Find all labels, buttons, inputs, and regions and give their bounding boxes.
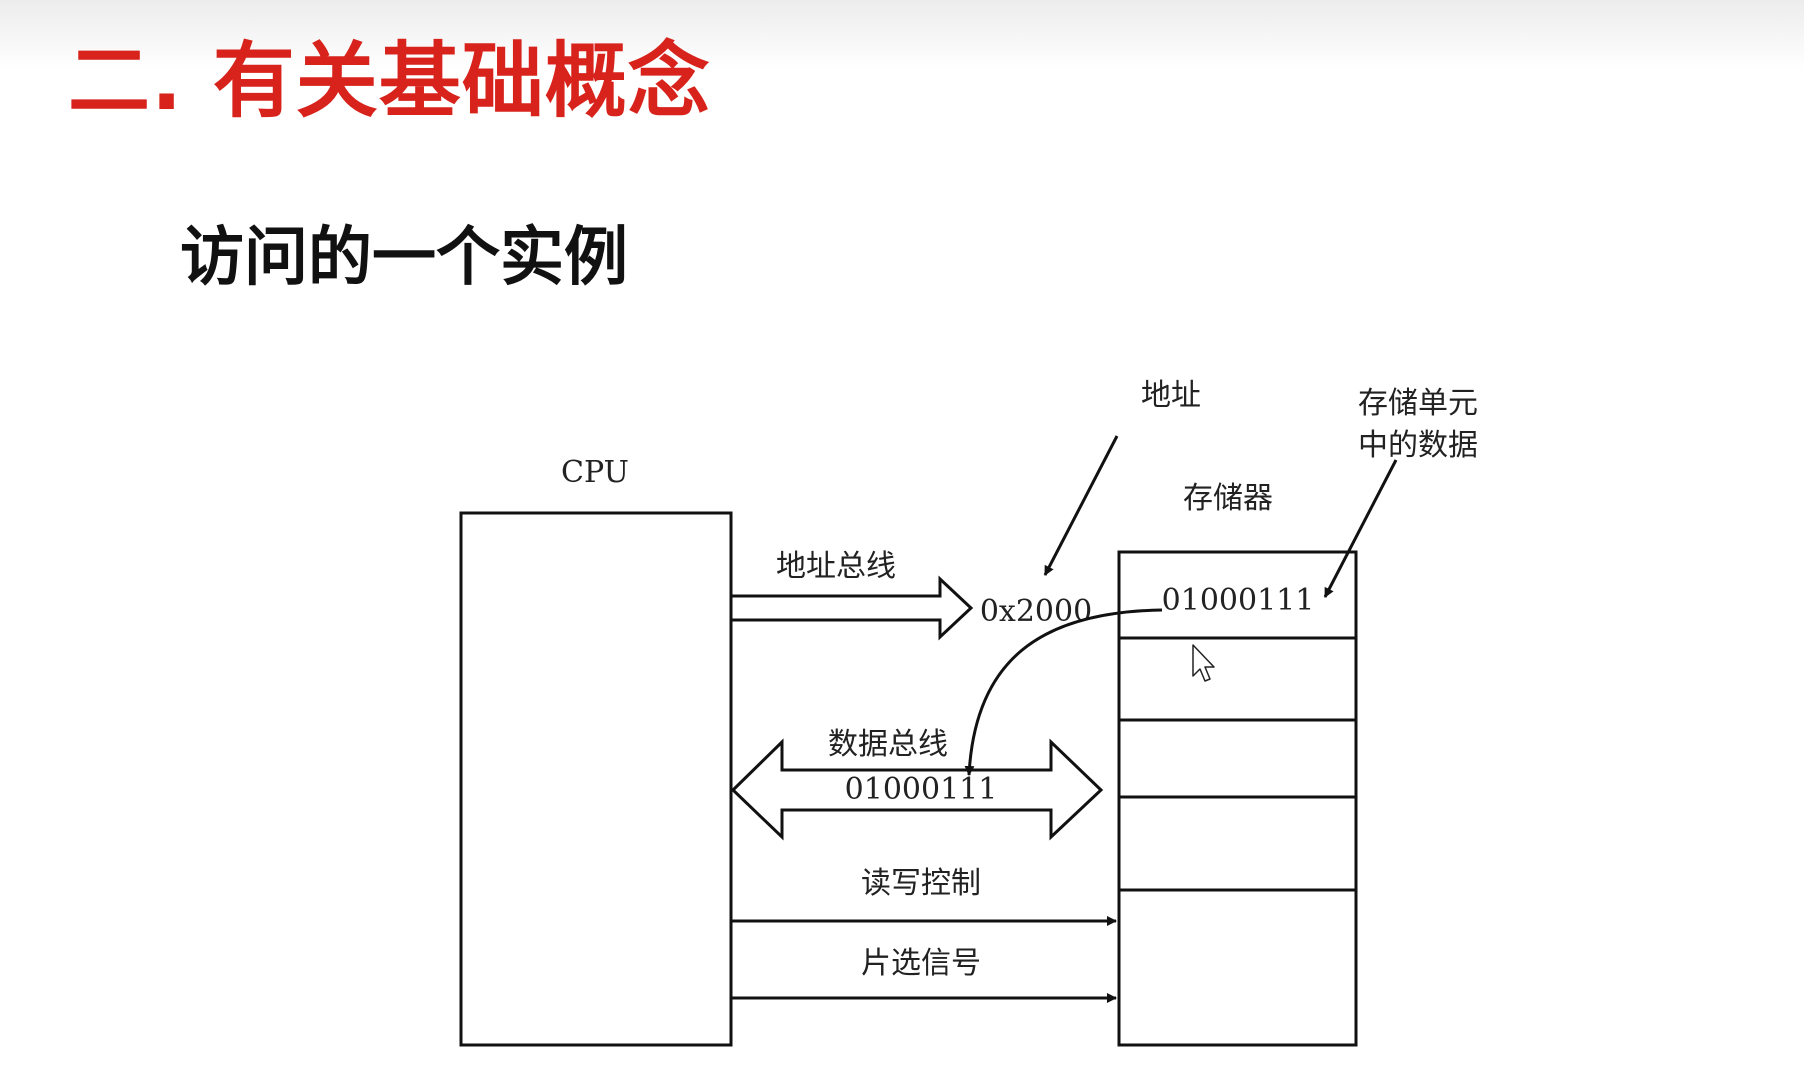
- data-bus-label: 数据总线: [828, 727, 948, 762]
- address-bus-label: 地址总线: [776, 549, 896, 584]
- cpu-label: CPU: [561, 455, 629, 490]
- address-bus-arrow: [731, 575, 974, 641]
- address-pointer-arrow: [1043, 435, 1119, 576]
- address-label: 地址: [1141, 378, 1201, 413]
- data-transfer-curve: [964, 608, 1163, 776]
- slide-header-shade: [0, 0, 1804, 70]
- cell-value: 01000111: [1162, 583, 1315, 618]
- data-bus-value: 01000111: [845, 772, 998, 807]
- chip-select-label: 片选信号: [861, 946, 981, 981]
- cell-data-label-line2: 中的数据: [1358, 428, 1478, 463]
- rw-control-label: 读写控制: [861, 866, 981, 901]
- slide-title: 二. 有关基础概念: [68, 34, 711, 129]
- memory-label: 存储器: [1183, 481, 1273, 516]
- data-bus-arrow: [730, 738, 1104, 841]
- cell-data-label-line1: 存储单元: [1358, 386, 1478, 421]
- slide-subtitle: 访问的一个实例: [180, 221, 628, 295]
- mouse-cursor-icon: [1192, 644, 1215, 682]
- cpu-box: [459, 511, 733, 1047]
- cell-data-pointer-arrow: [1323, 459, 1398, 598]
